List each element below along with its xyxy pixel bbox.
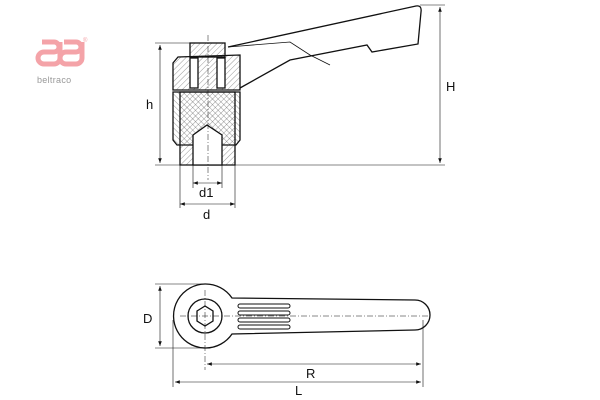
lever-arm — [227, 5, 422, 89]
label-H: H — [446, 79, 456, 94]
label-d: d — [203, 207, 211, 222]
label-d1: d1 — [199, 185, 214, 200]
label-D: D — [143, 311, 153, 326]
housing-upper — [172, 54, 241, 91]
logo-mark-icon: ® — [35, 37, 88, 67]
logo-text: beltraco — [37, 75, 72, 85]
threaded-hole — [192, 124, 223, 166]
label-R: R — [306, 366, 316, 381]
label-h: h — [146, 97, 154, 112]
spring-right — [216, 57, 226, 89]
cap — [189, 42, 226, 58]
registered-mark: ® — [83, 37, 88, 44]
label-L: L — [295, 383, 303, 398]
side-view — [172, 5, 422, 180]
spring-left — [189, 57, 199, 89]
top-view — [172, 283, 431, 370]
